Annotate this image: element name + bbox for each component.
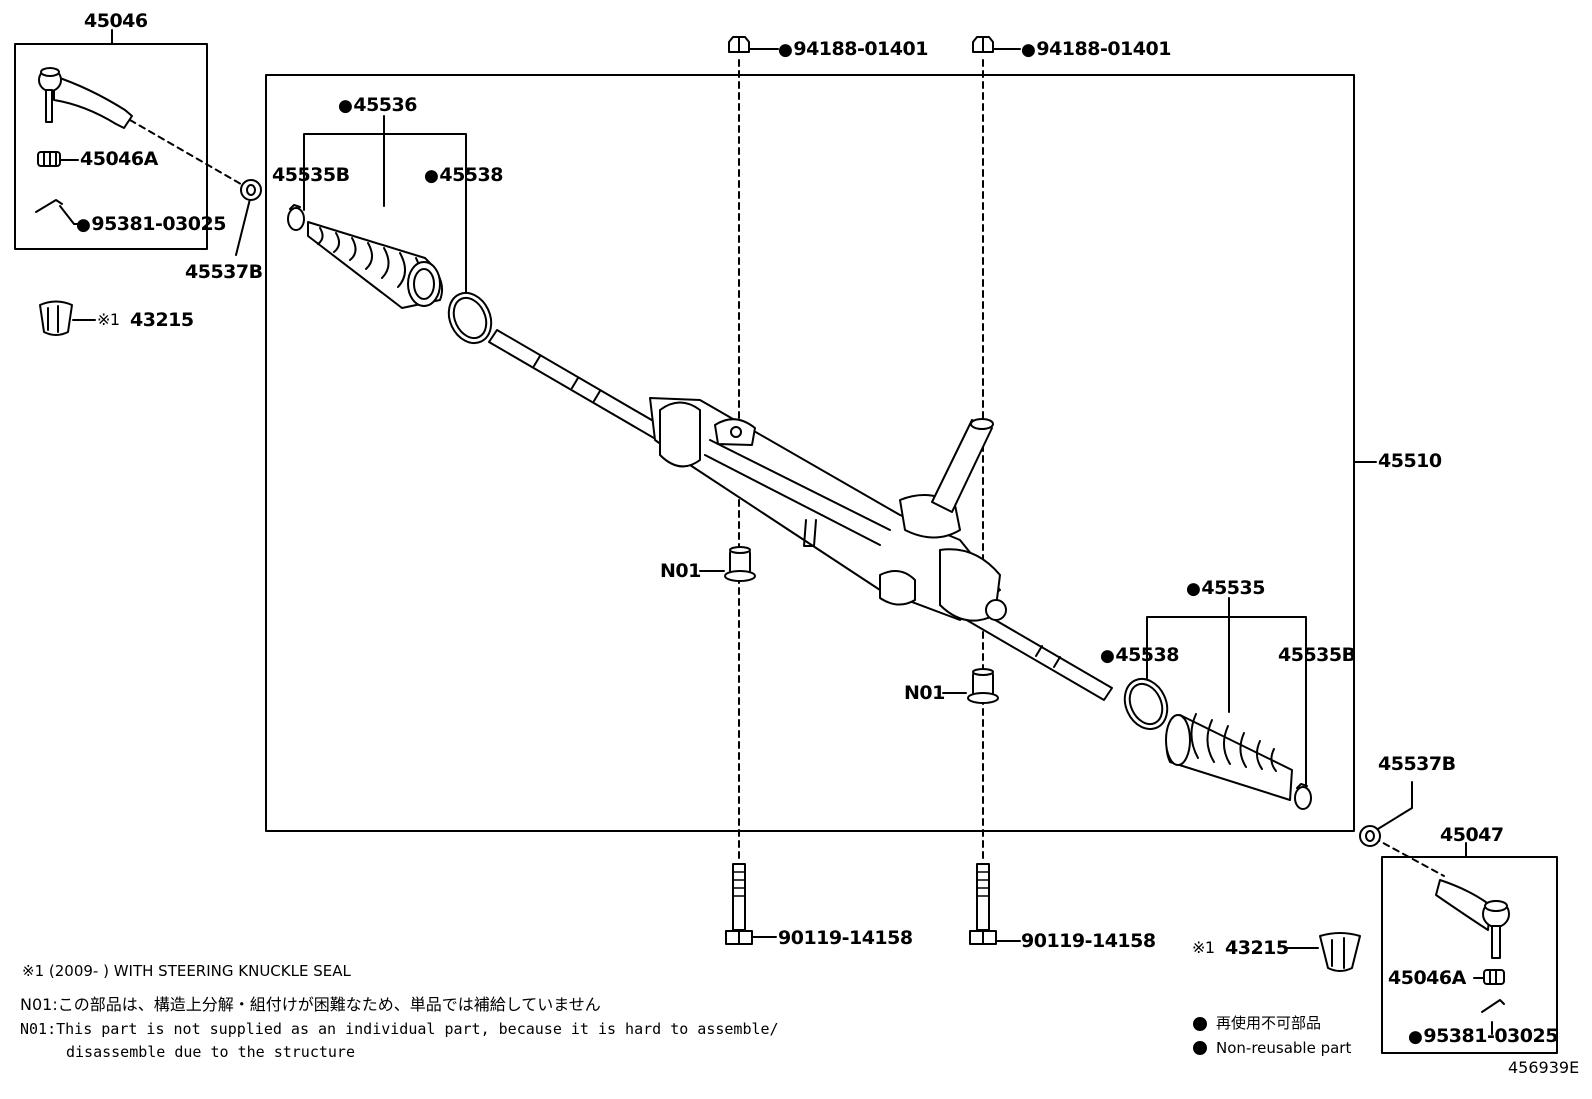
legend-non-reusable-jp: 再使用不可部品 — [1216, 1014, 1322, 1032]
note-n01-english-1: N01:This part is not supplied as an indi… — [20, 1020, 779, 1038]
tie-rod-end-rh-45047 — [1435, 879, 1510, 959]
label-45047: 45047 — [1440, 824, 1504, 846]
clamp-rh-45535b — [1294, 783, 1312, 810]
bolt-94188-01401-b — [972, 36, 994, 53]
label-n01-a: N01 — [660, 560, 701, 582]
label-90119-14158-b: 90119-14158 — [1021, 930, 1156, 952]
label-45538-rh: 45538 — [1100, 646, 1179, 665]
note-n01-english-2: disassemble due to the structure — [66, 1043, 355, 1061]
washer-lh-45537b — [240, 179, 262, 201]
washer-rh-45537b — [1359, 825, 1381, 847]
label-45537b-lh: 45537B — [185, 261, 263, 283]
label-95381-03025-lh: 95381-03025 — [76, 215, 226, 234]
label-45538-lh: 45538 — [424, 166, 503, 185]
label-43215-lh: 43215 — [130, 309, 194, 331]
legend-dot-jp — [1193, 1017, 1207, 1031]
figure-number: 456939E — [1508, 1058, 1580, 1077]
tie-rod-end-lh-45046 — [38, 67, 133, 129]
gear-assembly-frame — [265, 74, 1355, 832]
label-45046a-lh: 45046A — [80, 148, 158, 170]
label-43215-rh: 43215 — [1225, 937, 1289, 959]
label-45535b-lh: 45535B — [272, 164, 350, 186]
cotter-pin-lh-95381-03025 — [35, 199, 63, 213]
knuckle-seal-lh-43215 — [39, 300, 73, 336]
cotter-pin-rh-95381-03025 — [1481, 999, 1505, 1013]
label-90119-14158-a: 90119-14158 — [778, 927, 913, 949]
boot-rh-45535 — [1165, 713, 1293, 801]
label-94188-01401-b: 94188-01401 — [1021, 40, 1171, 59]
knuckle-seal-rh-43215 — [1319, 932, 1361, 972]
tie-rod-end-rh-frame — [1381, 856, 1558, 1054]
label-45535: 45535 — [1186, 579, 1265, 598]
boot-lh-45536 — [307, 221, 444, 309]
label-94188-01401-a: 94188-01401 — [778, 40, 928, 59]
label-45536: 45536 — [338, 96, 417, 115]
label-45046a-rh: 45046A — [1388, 967, 1466, 989]
label-45537b-rh: 45537B — [1378, 753, 1456, 775]
note-n01-japanese: N01:この部品は、構造上分解・組付けが困難なため、単品では補給していません — [20, 995, 601, 1014]
bushing-n01-b — [967, 668, 999, 704]
note-knuckle-seal: ※1 (2009- ) WITH STEERING KNUCKLE SEAL — [22, 962, 351, 980]
clip-lh-45538 — [447, 291, 493, 345]
label-45046: 45046 — [84, 10, 148, 32]
clamp-lh-45535b — [287, 204, 305, 231]
label-43215-rh-mark: ※1 — [1192, 938, 1215, 957]
clip-rh-45538 — [1123, 677, 1169, 731]
label-95381-03025-rh: 95381-03025 — [1408, 1027, 1558, 1046]
bolt-94188-01401-a — [728, 36, 750, 53]
legend-non-reusable-en: Non-reusable part — [1216, 1039, 1352, 1057]
nut-lh-45046a — [37, 151, 61, 167]
steering-rack-housing-45510 — [488, 329, 1113, 701]
bolt-90119-14158-b — [969, 863, 997, 945]
label-n01-b: N01 — [904, 682, 945, 704]
bolt-90119-14158-a — [725, 863, 753, 945]
legend-dot-en — [1193, 1041, 1207, 1055]
label-45535b-rh: 45535B — [1278, 644, 1356, 666]
bushing-n01-a — [724, 546, 756, 582]
label-43215-lh-mark: ※1 — [97, 310, 120, 329]
label-45510: 45510 — [1378, 450, 1442, 472]
nut-rh-45046a — [1483, 969, 1505, 985]
